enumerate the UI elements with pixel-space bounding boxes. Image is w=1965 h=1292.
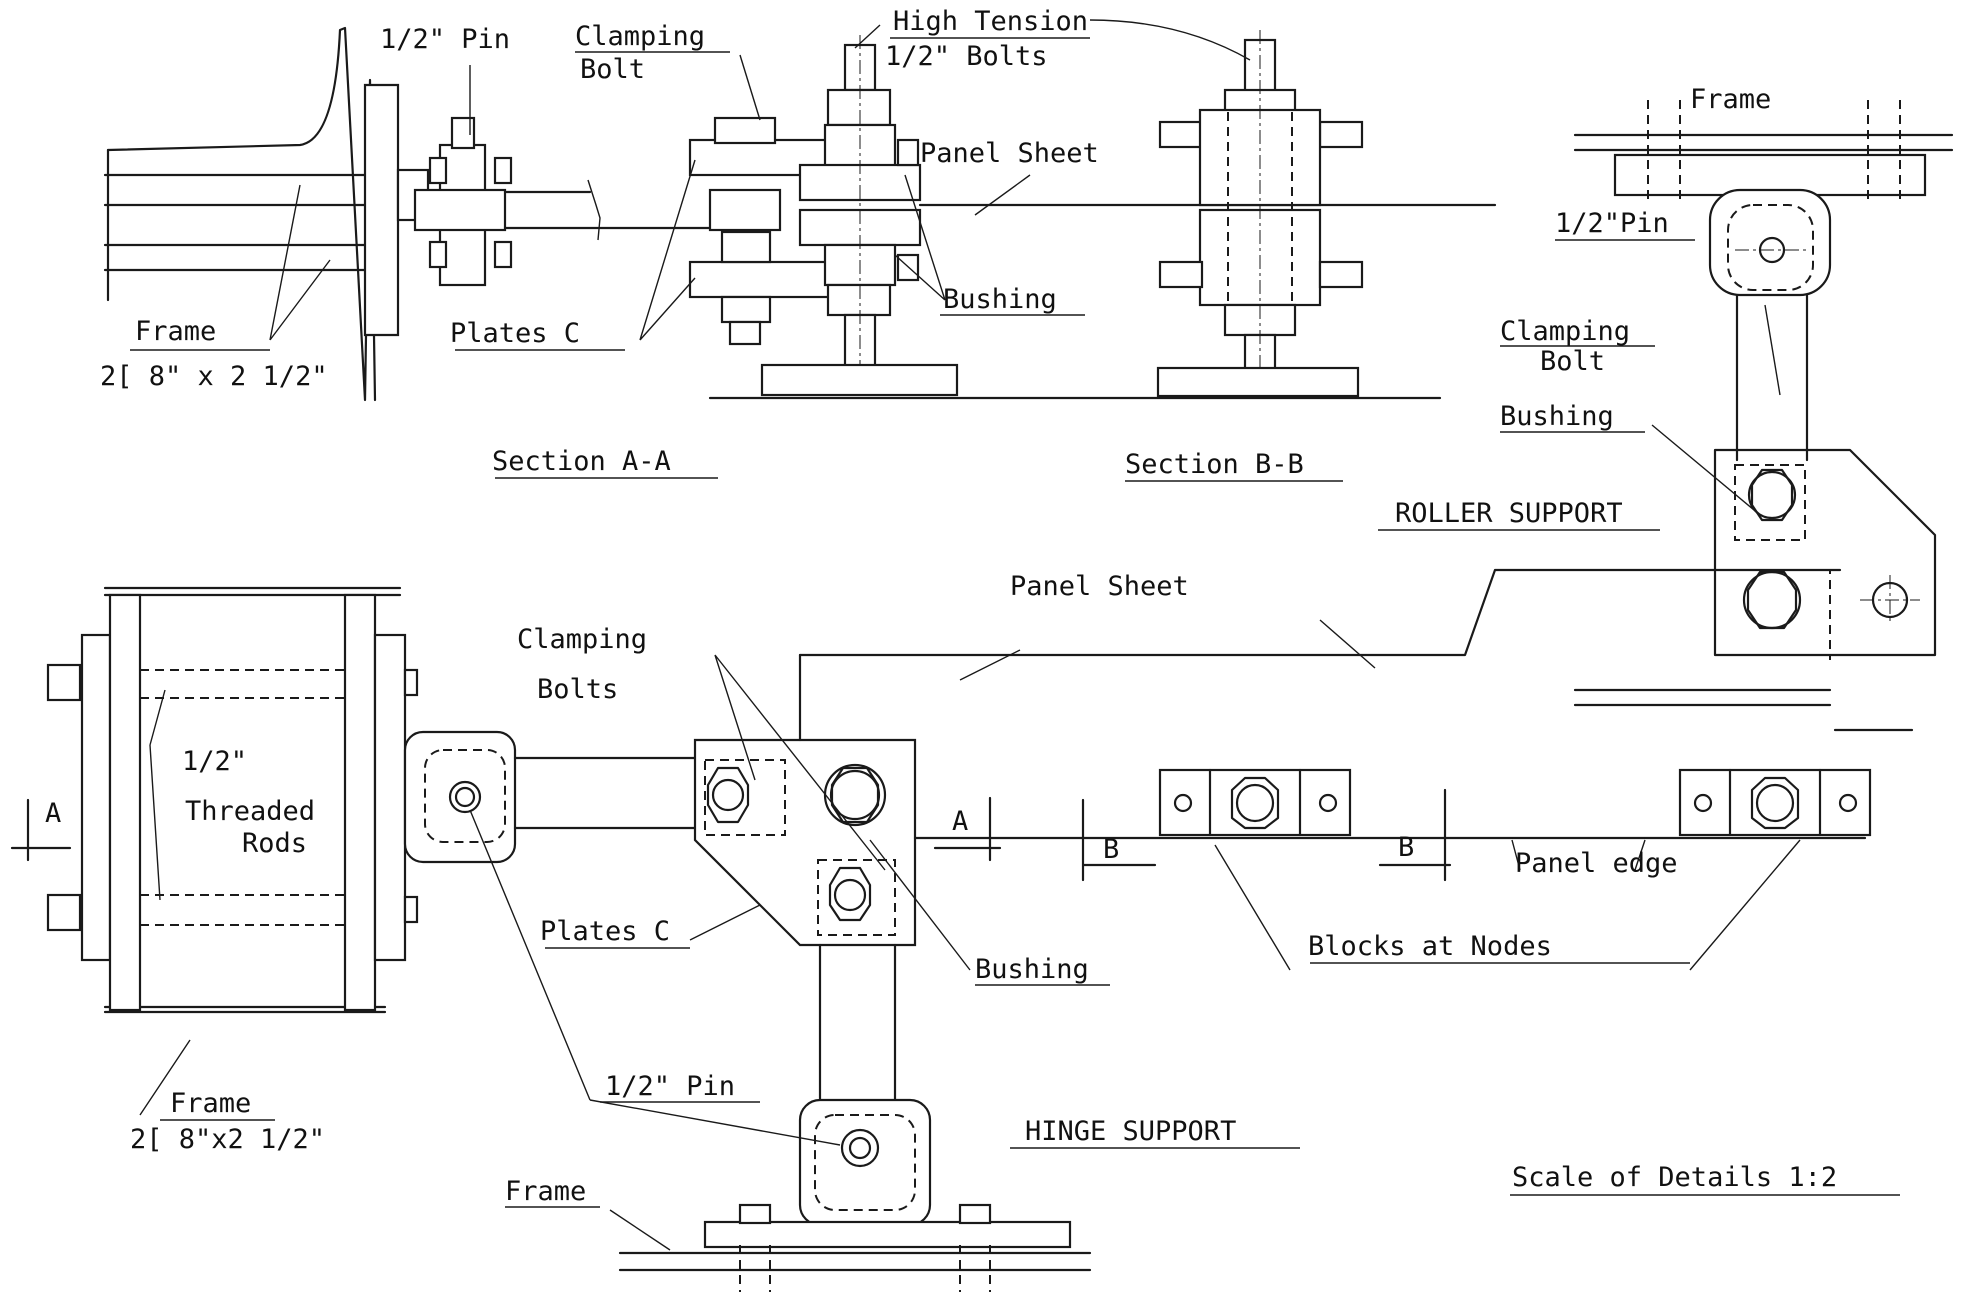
hinge-support-drawing <box>10 568 1872 1292</box>
label-frame-bottom-left: Frame <box>170 1088 251 1119</box>
label-clamping-bolts-2: Bolts <box>537 674 618 705</box>
mark-a-left: A <box>45 798 61 829</box>
label-threaded-2: Threaded <box>185 796 315 827</box>
label-blocks-at-nodes: Blocks at Nodes <box>1308 931 1552 962</box>
mark-b-right: B <box>1398 832 1414 863</box>
hinge-support-title: HINGE SUPPORT <box>1025 1116 1236 1147</box>
section-b-b-drawing <box>1156 30 1364 398</box>
label-bushing-bottom: Bushing <box>975 954 1089 985</box>
label-clamping-bolt-roller-2: Bolt <box>1540 346 1605 377</box>
label-threaded-1: 1/2" <box>182 746 247 777</box>
section-b-b-title: Section B-B <box>1125 449 1304 480</box>
label-threaded-3: Rods <box>242 828 307 859</box>
scale-note: Scale of Details 1:2 <box>1512 1162 1837 1193</box>
label-bushing-roller: Bushing <box>1500 401 1614 432</box>
section-a-a-drawing <box>103 26 1497 402</box>
label-frame-roller: Frame <box>1690 84 1771 115</box>
roller-support-drawing <box>1573 100 1954 732</box>
roller-support-title: ROLLER SUPPORT <box>1395 498 1623 529</box>
label-frame-top-left-size: 2[ 8" x 2 1/2" <box>100 361 328 392</box>
label-plates-c-top: Plates C <box>450 318 580 349</box>
label-half-bolts: 1/2" Bolts <box>885 41 1048 72</box>
label-high-tension: High Tension <box>893 6 1088 37</box>
label-panel-sheet-top: Panel Sheet <box>920 138 1099 169</box>
label-pin-top: 1/2" Pin <box>380 24 510 55</box>
label-panel-edge: Panel edge <box>1515 848 1678 879</box>
label-panel-sheet-bottom: Panel Sheet <box>1010 571 1189 602</box>
labels: 1/2" Pin Clamping Bolt High Tension 1/2"… <box>45 6 1900 1208</box>
label-plates-c-bottom: Plates C <box>540 916 670 947</box>
label-clamping-bolt-top-2: Bolt <box>580 54 645 85</box>
mark-a-right: A <box>952 806 968 837</box>
label-frame-top-left: Frame <box>135 316 216 347</box>
label-clamping-bolt-roller-1: Clamping <box>1500 316 1630 347</box>
section-a-a-title: Section A-A <box>492 446 671 477</box>
label-pin-roller: 1/2"Pin <box>1555 208 1669 239</box>
label-clamping-bolt-top-1: Clamping <box>575 21 705 52</box>
label-bushing-top: Bushing <box>943 284 1057 315</box>
label-frame-bottom: Frame <box>505 1176 586 1207</box>
mark-b-left: B <box>1103 834 1119 865</box>
label-pin-bottom: 1/2" Pin <box>605 1071 735 1102</box>
label-frame-bottom-left-size: 2[ 8"x2 1/2" <box>130 1124 325 1155</box>
leader-lines <box>139 19 1801 1251</box>
label-clamping-bolts-1: Clamping <box>517 624 647 655</box>
